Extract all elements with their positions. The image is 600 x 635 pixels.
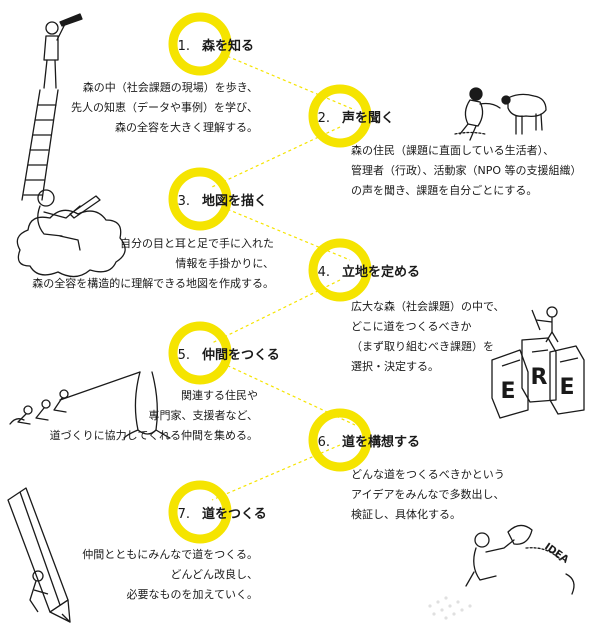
step-1-title: 1. 森を知る [172,35,254,54]
step-6-title: 6. 道を構想する [312,431,420,450]
step-1-label: 森を知る [202,39,255,54]
step-7-title: 7. 道をつくる [172,503,267,522]
step-1-number: 1. [177,39,190,54]
sign-letters-illustration [491,306,585,419]
step-3-label: 地図を描く [202,194,268,209]
step-5-number: 5. [177,348,190,363]
step-2-number: 2. [317,111,330,126]
step-4-line-3: （まず取り組むべき課題）を [351,340,494,353]
step-4-description: 広大な森（社会課題）の中で、 どこに道をつくるべきか （まず取り組むべき課題）を… [351,297,505,377]
step-6-number: 6. [317,435,330,450]
step-1-line-3: 森の全容を大きく理解する。 [115,121,258,134]
step-1-line-2: 先人の知恵（データや事例）を学び、 [71,101,258,114]
step-5-line-3: 道づくりに協力してくれる仲間を集める。 [49,429,258,442]
step-3-line-1: 自分の目と耳と足で手に入れた [120,237,274,250]
cloud-drawing-illustration [16,189,126,278]
step-5-ring [168,321,232,385]
step-2-label: 声を聞く [342,111,395,126]
ladder-telescope-illustration [21,13,83,201]
idea-label: IDEA [542,541,570,565]
step-rings [168,12,372,544]
step-1-line-1: 森の中（社会課題の現場）を歩き、 [82,81,258,94]
rope-pulling-illustration [9,371,171,439]
step-7-line-2: どんどん改良し、 [170,568,258,581]
step-7-line-3: 必要なものを加えていく。 [126,588,258,601]
connector-3-4 [221,206,351,261]
connector-6-7 [211,444,341,501]
step-5-description: 関連する住民や 専門家、支援者など、 道づくりに協力してくれる仲間を集める。 [50,386,258,446]
step-4-line-2: どこに道をつくるべきか [351,320,472,333]
step-4-label: 立地を定める [342,265,421,280]
step-1-ring [168,12,232,76]
step-3-title: 3. 地図を描く [172,190,267,209]
step-3-line-2: 情報を手掛かりに、 [175,257,274,270]
step-7-number: 7. [177,507,190,522]
step-2-line-2: 管理者（行政）、活動家（NPO 等の支援組織） [351,164,582,177]
dot-pattern-decoration [428,596,472,620]
step-4-line-1: 広大な森（社会課題）の中で、 [351,300,505,313]
connector-1-2 [221,53,356,111]
step-4-title: 4. 立地を定める [312,261,420,280]
sign-letter-3: E [559,375,574,400]
step-7-ring [168,480,232,544]
step-3-line-3: 森の全容を構造的に理解できる地図を作成する。 [32,277,274,290]
step-6-line-2: アイデアをみんなで多数出し、 [351,488,505,501]
step-6-line-3: 検証し、具体化する。 [351,508,461,521]
step-4-number: 4. [317,265,330,280]
step-6-ring [308,408,372,472]
step-6-label: 道を構想する [342,435,421,450]
sign-letter-2: R [531,365,548,390]
step-1-description: 森の中（社会課題の現場）を歩き、 先人の知恵（データや事例）を学び、 森の全容を… [71,78,258,138]
step-6-description: どんな道をつくるべきかという アイデアをみんなで多数出し、 検証し、具体化する。 [351,465,505,525]
pencil-illustration [7,487,71,623]
step-3-number: 3. [177,194,190,209]
person-with-sheep-illustration [454,87,547,141]
step-7-description: 仲間とともにみんなで道をつくる。 どんどん改良し、 必要なものを加えていく。 [82,545,258,605]
step-5-title: 5. 仲間をつくる [172,344,280,363]
step-2-description: 森の住民（課題に直面している生活者）、 管理者（行政）、活動家（NPO 等の支援… [351,141,582,201]
step-2-title: 2. 声を聞く [312,107,394,126]
step-5-label: 仲間をつくる [202,348,280,363]
step-5-line-2: 専門家、支援者など、 [148,409,258,422]
step-4-line-4: 選択・決定する。 [351,360,439,373]
step-7-label: 道をつくる [202,507,267,522]
step-3-description: 自分の目と耳と足で手に入れた 情報を手掛かりに、 森の全容を構造的に理解できる地… [32,234,274,294]
step-7-line-1: 仲間とともにみんなで道をつくる。 [82,548,258,561]
step-4-ring [308,238,372,302]
idea-throw-illustration [465,524,575,595]
step-5-line-1: 関連する住民や [181,389,258,402]
step-2-line-3: の声を聞き、課題を自分ごとにする。 [351,184,538,197]
step-2-line-1: 森の住民（課題に直面している生活者）、 [351,144,555,157]
sign-letter-1: E [500,379,515,404]
step-3-ring [168,167,232,231]
step-2-ring [308,84,372,148]
step-6-line-1: どんな道をつくるべきかという [351,468,505,481]
